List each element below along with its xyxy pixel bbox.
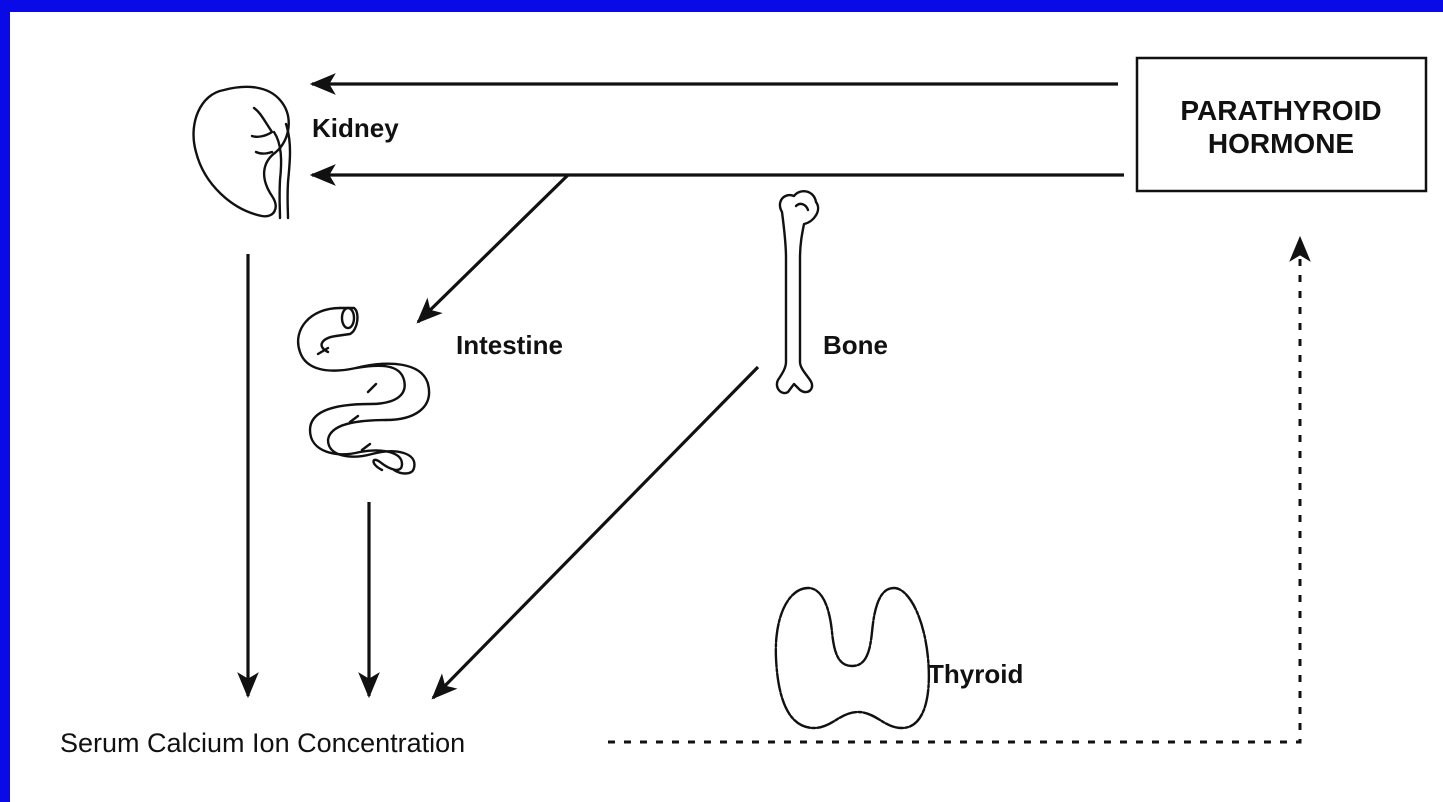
kidney-icon: [194, 87, 290, 218]
thyroid-label: Thyroid: [928, 659, 1023, 689]
parathyroid-hormone-box: PARATHYROID HORMONE: [1137, 58, 1426, 191]
hormone-label-line1: PARATHYROID: [1180, 95, 1381, 126]
bone-icon: [777, 191, 818, 393]
bone-label: Bone: [823, 330, 888, 360]
arrow-bone-to-serum: [433, 367, 758, 698]
intestine-label: Intestine: [456, 330, 563, 360]
thyroid-icon: [776, 588, 929, 728]
serum-calcium-label: Serum Calcium Ion Concentration: [60, 728, 465, 758]
hormone-label-line2: HORMONE: [1208, 128, 1354, 159]
diagram-slide: PARATHYROID HORMONE Kidney Intestine Bon…: [10, 12, 1443, 802]
kidney-label: Kidney: [312, 113, 399, 143]
intestine-icon: [298, 308, 429, 474]
arrow-to-intestine: [418, 175, 568, 322]
calcium-regulation-diagram: PARATHYROID HORMONE Kidney Intestine Bon…: [10, 12, 1443, 802]
